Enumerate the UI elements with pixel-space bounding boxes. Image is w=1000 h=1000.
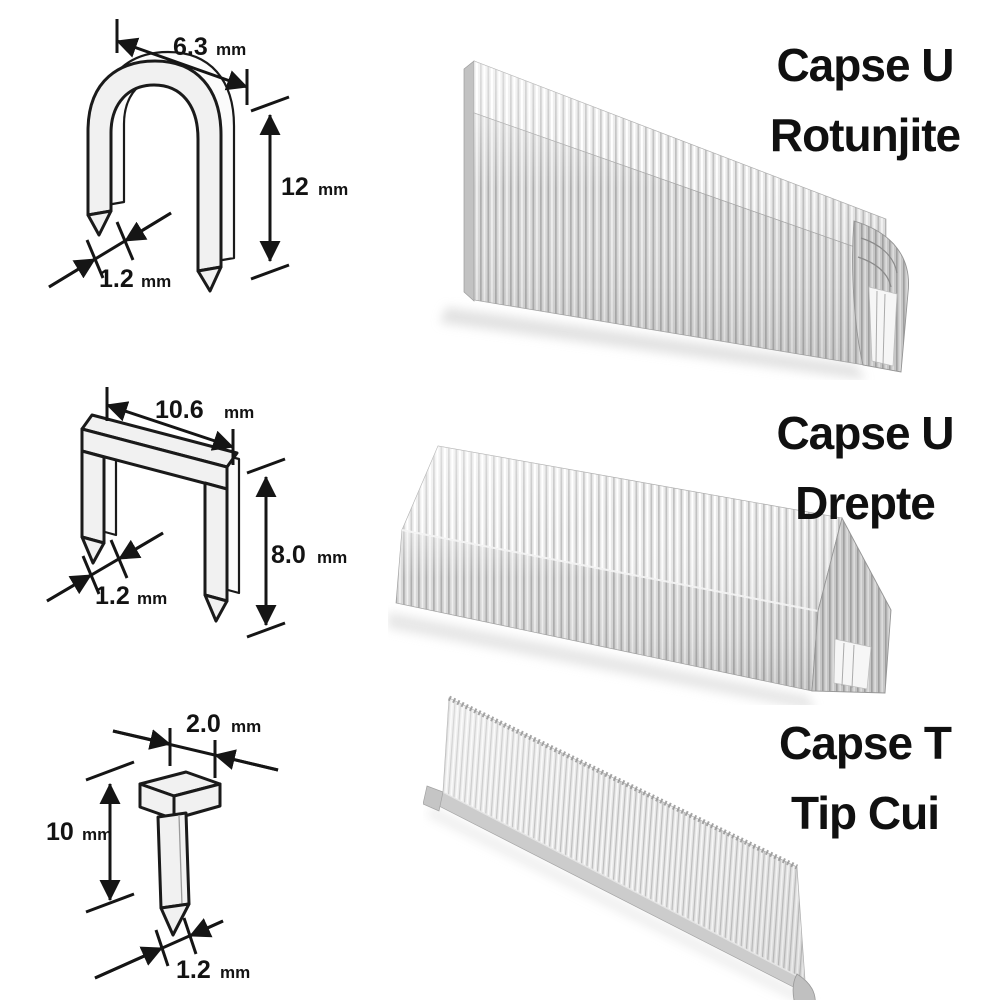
diagram-staple-u-flat: 10.6 mm 8.0 mm 1.2 mm: [35, 385, 350, 645]
dim-width: 6.3 mm: [115, 19, 249, 105]
dim-height-value: 8.0: [271, 541, 306, 569]
product-title: Capse U Drepte: [725, 398, 1000, 538]
dim-height-value: 10: [46, 818, 74, 846]
pin-drawing: [138, 770, 222, 937]
dim-thickness: 1.2 mm: [46, 531, 167, 610]
product-title-line1: Capse T: [779, 717, 952, 769]
product-row-capse-u-rotunjite: 6.3 mm 12 mm 1.2 mm: [0, 0, 1000, 380]
diagram-pin-t: 2.0 mm 10 mm 1.2 mm: [40, 688, 295, 993]
dim-thickness-unit: mm: [220, 963, 250, 982]
dim-width: 2.0 mm: [112, 710, 279, 778]
dim-height-unit: mm: [318, 180, 348, 199]
product-title: Capse T Tip Cui: [725, 708, 1000, 848]
product-title-line2: Rotunjite: [769, 109, 961, 161]
dim-height-unit: mm: [317, 548, 347, 567]
dim-width-unit: mm: [231, 717, 261, 736]
dim-width-unit: mm: [224, 403, 254, 422]
dim-thickness: 1.2 mm: [48, 211, 172, 293]
product-title-line2: Drepte: [795, 477, 936, 529]
staple-strip-rounded-art: [440, 60, 909, 380]
photo-pin-strip: [423, 678, 868, 1000]
dim-width-value: 10.6: [155, 396, 204, 424]
dim-thickness-value: 1.2: [99, 265, 134, 293]
dim-thickness-unit: mm: [137, 589, 167, 608]
dim-height-unit: mm: [82, 825, 112, 844]
dim-height: 12 mm: [250, 95, 348, 281]
diagram-staple-u-rounded: 6.3 mm 12 mm 1.2 mm: [35, 15, 350, 305]
dim-width-value: 6.3: [173, 33, 208, 61]
dim-width: 10.6 mm: [105, 387, 254, 465]
dim-width-value: 2.0: [186, 710, 221, 738]
photo-staple-strip-rounded: [420, 35, 910, 380]
dim-thickness-value: 1.2: [176, 956, 211, 984]
photo-staple-strip-flat: [388, 430, 913, 705]
dim-width-unit: mm: [216, 40, 246, 59]
product-row-capse-t-tip-cui: 2.0 mm 10 mm 1.2 mm: [0, 690, 1000, 1000]
product-row-capse-u-drepte: 10.6 mm 8.0 mm 1.2 mm: [0, 380, 1000, 705]
dim-thickness: 1.2 mm: [94, 917, 250, 984]
staple-drawing: [86, 50, 236, 293]
dim-thickness-unit: mm: [141, 272, 171, 291]
product-title-line1: Capse U: [776, 39, 954, 91]
pin-strip-art: [423, 695, 816, 1000]
dim-height: 10 mm: [46, 760, 135, 914]
dim-height-value: 12: [281, 173, 309, 201]
dim-thickness-value: 1.2: [95, 582, 130, 610]
product-title-line1: Capse U: [776, 407, 954, 459]
staple-strip-flat-art: [388, 445, 892, 705]
product-title-line2: Tip Cui: [790, 787, 940, 839]
product-title: Capse U Rotunjite: [725, 30, 1000, 170]
dim-height: 8.0 mm: [246, 457, 347, 639]
